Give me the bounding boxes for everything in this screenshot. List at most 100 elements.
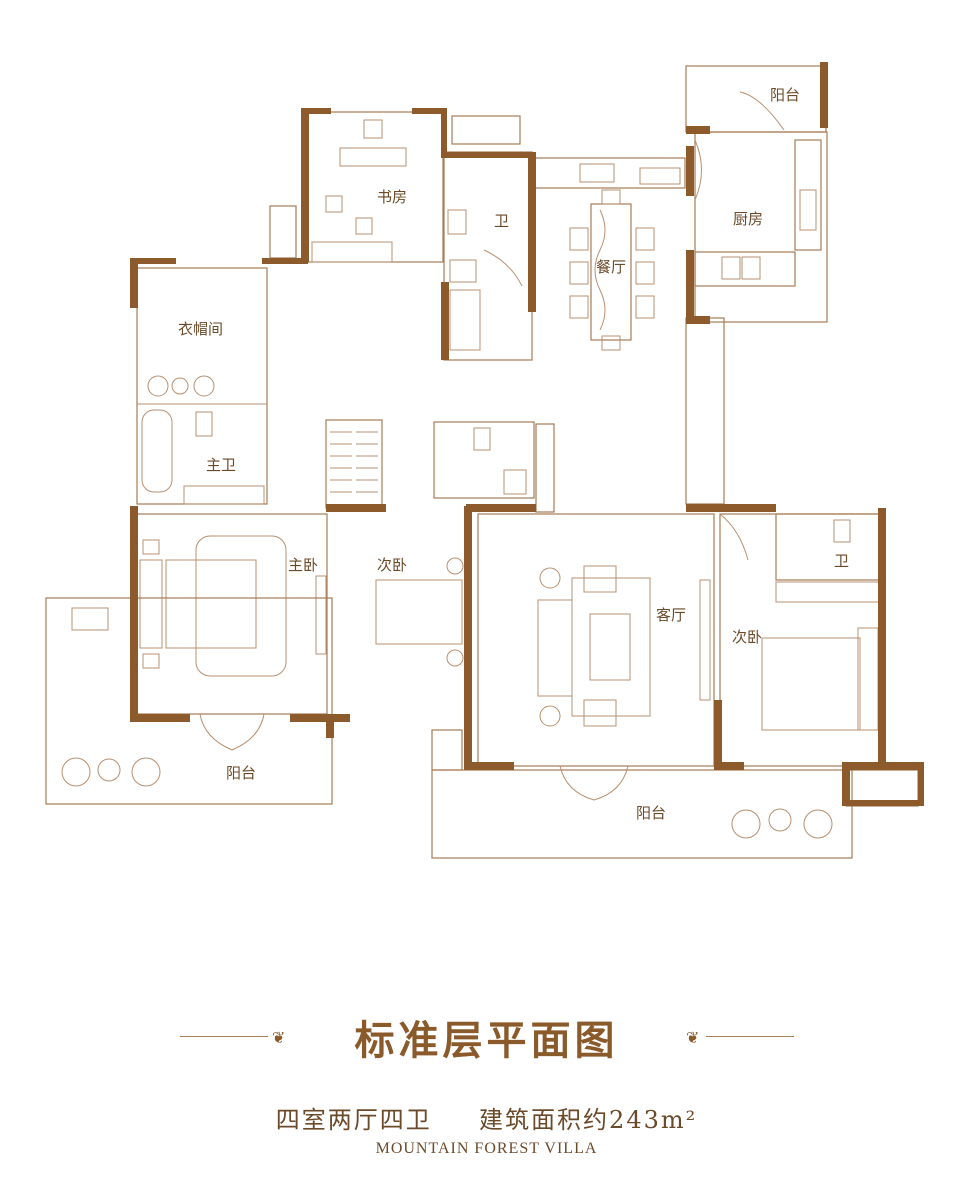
closet-stool [193,375,215,397]
side-table [539,567,561,589]
project-name: MOUNTAIN FOREST VILLA [375,1140,598,1157]
armchair [583,565,617,593]
toilet-right [833,519,851,543]
label-master-bath: 主卫 [206,456,236,474]
armchair [583,699,617,727]
title-block: ❦ 标准层平面图 ❦ [0,1008,973,1068]
study-window-bay [269,205,297,259]
balcony-left-planter [71,607,109,631]
label-master-bedroom: 主卧 [288,556,318,574]
bath-door-swing [483,249,523,287]
double-door-swing [199,713,265,751]
study-chair [363,119,383,139]
label-second-bedroom-center: 次卧 [377,556,407,574]
vanity-top [449,289,481,351]
dining-chair [635,261,655,285]
layout-summary: 四室两厅四卫 [275,1106,432,1134]
label-living-room: 客厅 [656,606,686,624]
balcony-door-swing [739,91,785,131]
bed-right [761,637,861,731]
side-table [539,705,561,727]
wardrobe-hangers [330,431,378,493]
toilet-master [195,411,213,437]
label-walk-in-closet: 衣帽间 [178,320,223,338]
living-window [685,317,725,505]
label-kitchen: 厨房 [733,210,763,228]
title-rule-left [180,1036,268,1037]
kitchen-outline [694,131,828,323]
label-bath-top: 卫 [494,212,509,230]
plan-subtitle: 四室两厅四卫 建筑面积约243m² [0,1100,973,1135]
study-armchair [355,217,373,235]
balcony-chair [803,809,833,839]
sofa [537,599,573,697]
label-bath-right: 卫 [834,552,849,570]
balcony-chair [131,757,161,787]
bath-top-outline [443,151,533,361]
label-second-bedroom-right: 次卧 [732,628,762,646]
stove [799,189,817,231]
label-balcony-kitchen: 阳台 [770,86,800,104]
bed-master [165,559,257,649]
balcony-left-outline [45,597,333,805]
dining-chair [635,227,655,251]
dining-chair [635,295,655,319]
balcony-chair [61,757,91,787]
plan-title: 标准层平面图 [354,1017,619,1064]
rug-master [195,535,287,677]
washer [449,259,477,283]
walls [130,62,924,806]
master-tv-cabinet [315,575,327,655]
balcony-chair [731,809,761,839]
living-door-swing [559,765,629,801]
basin-center [503,469,527,495]
title-rule-right [706,1036,794,1037]
balcony-bottom-outline [431,769,853,859]
rug-living [571,577,651,717]
dining-chair [569,227,589,251]
lamp [446,557,464,575]
right-wardrobe [775,581,881,603]
kitchen-door-swing [694,139,702,201]
ornament-left-icon: ❦ [272,1028,286,1047]
center-wardrobe [325,419,383,509]
balcony-table [768,808,792,832]
lamp [446,649,464,667]
floor-area: 建筑面积约243m² [479,1106,698,1134]
master-headboard [139,559,163,649]
label-balcony-bottom: 阳台 [636,804,666,822]
dining-sink [579,163,615,183]
closet-bath-outline [136,267,268,505]
kitchen-counter-bottom [694,251,796,287]
bath-center-outline [433,421,535,499]
kitchen-counter-right [794,139,822,251]
living-outline [477,513,715,767]
toilet-top [447,209,467,235]
label-balcony-left: 阳台 [226,764,256,782]
kitchen-sink-right [741,256,761,280]
label-dining: 餐厅 [596,258,626,276]
coffee-table [589,613,631,681]
vanity-master [183,485,265,505]
dining-chair [569,295,589,319]
closet-stool [147,375,169,397]
study-bookshelf [311,241,393,263]
ornament-right-icon: ❦ [686,1028,700,1047]
table-runner [594,209,606,331]
kitchen-sink-left [721,256,741,280]
floor-plan: 阳台 书房 卫 厨房 餐厅 衣帽间 主卫 主卧 次卧 客厅 次卧 卫 阳台 阳台 [45,62,924,859]
dining-chair [569,261,589,285]
dining-chair [601,189,621,205]
center-cabinet [535,423,555,513]
study-armchair [325,195,343,213]
bath-right-outline [775,513,881,581]
tv-cabinet [699,579,711,701]
balcony-table [97,758,121,782]
nightstand [142,539,160,555]
nightstand [142,653,160,669]
study-outline [304,111,444,263]
top-window-bay [451,115,521,145]
dining-chair [601,335,621,351]
label-study: 书房 [377,188,407,206]
dining-corner-cabinet [639,167,681,185]
